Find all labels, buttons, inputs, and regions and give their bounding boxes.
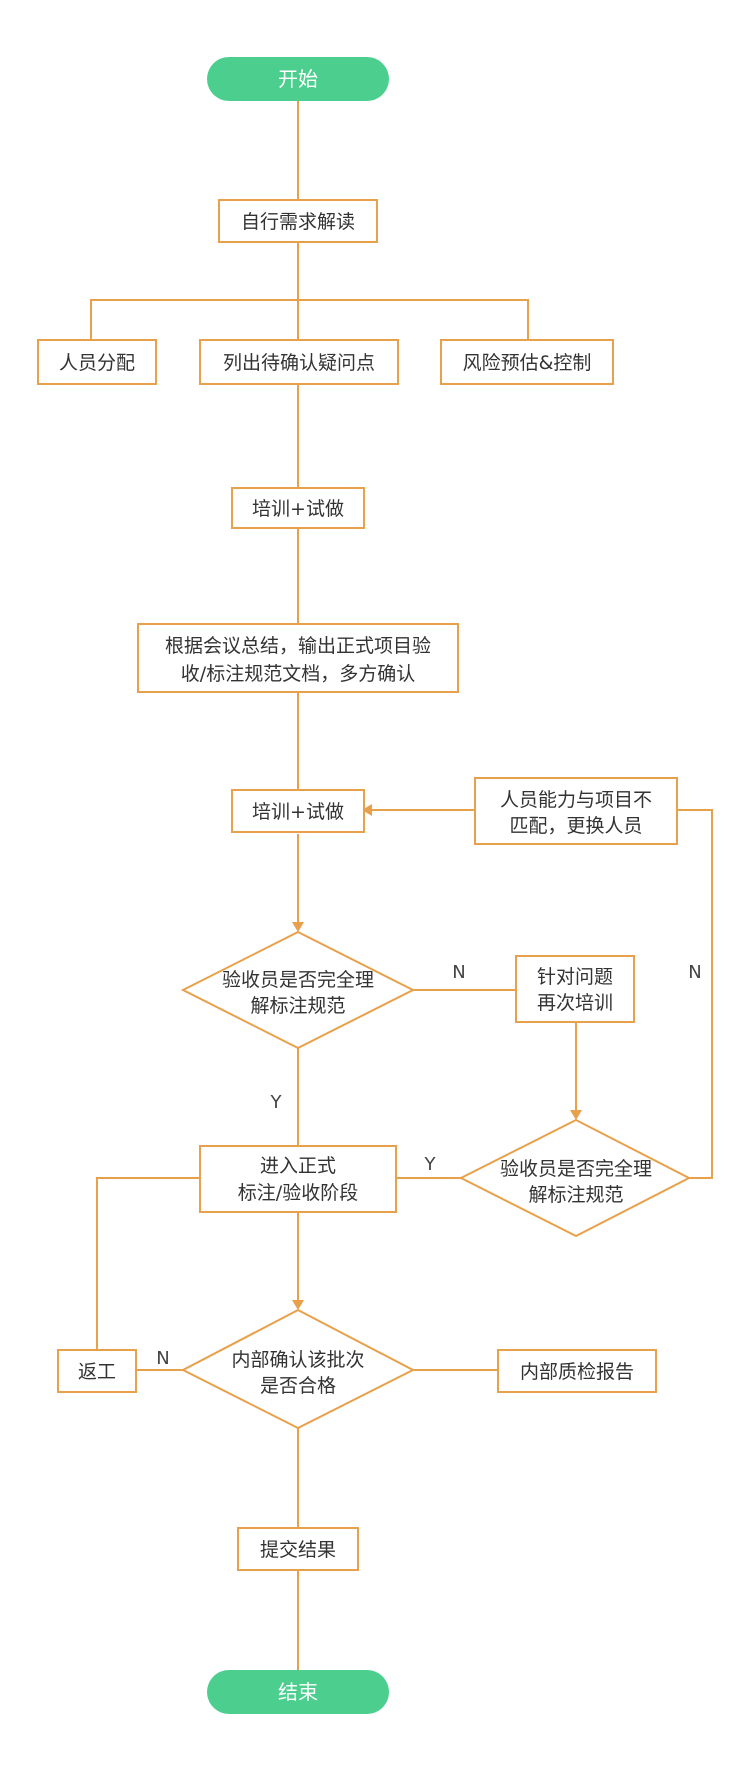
connector-check2-mismatch	[677, 809, 713, 1179]
end-label: 结束	[278, 1680, 318, 1704]
training-trial-label-1: 培训+试做	[252, 498, 344, 520]
decision-internal-line1: 内部确认该批次	[231, 1349, 364, 1371]
start-label: 开始	[278, 67, 318, 91]
list-questions-label: 列出待确认疑问点	[223, 352, 375, 374]
list-questions-node: 列出待确认疑问点	[199, 339, 399, 385]
arrowhead-check2	[570, 1110, 582, 1120]
decision-1-line2: 解标注规范	[250, 995, 345, 1017]
connector-rework-formal	[96, 1177, 200, 1350]
retrain-node: 针对问题 再次培训	[515, 955, 635, 1023]
summary-doc-node: 根据会议总结，输出正式项目验 收/标注规范文档，多方确认	[137, 623, 459, 693]
staff-mismatch-line2: 匹配，更换人员	[509, 815, 642, 837]
connector-branch-bus	[90, 299, 529, 340]
retrain-line2: 再次培训	[537, 992, 613, 1014]
formal-stage-node: 进入正式 标注/验收阶段	[199, 1145, 397, 1213]
start-terminal: 开始	[207, 57, 389, 101]
read-requirements-node: 自行需求解读	[218, 199, 378, 243]
training-trial-node-1: 培训+试做	[231, 487, 365, 529]
label-check1-no: N	[452, 962, 465, 983]
rework-node: 返工	[57, 1349, 137, 1393]
retrain-line1: 针对问题	[537, 966, 613, 988]
training-trial-label-2: 培训+试做	[252, 801, 344, 823]
formal-stage-line2: 标注/验收阶段	[238, 1182, 358, 1204]
staff-mismatch-line1: 人员能力与项目不	[500, 789, 652, 811]
summary-doc-line1: 根据会议总结，输出正式项目验	[165, 635, 431, 657]
decision-1-line1: 验收员是否完全理	[222, 969, 374, 991]
risk-node: 风险预估&控制	[440, 339, 614, 385]
internal-report-label: 内部质检报告	[520, 1361, 634, 1383]
rework-label: 返工	[78, 1361, 116, 1383]
read-requirements-label: 自行需求解读	[241, 211, 355, 233]
decision-understand-spec-2: 验收员是否完全理 解标注规范	[458, 1118, 692, 1238]
decision-internal-batch: 内部确认该批次 是否合格	[180, 1308, 416, 1430]
label-check2-no: N	[688, 962, 701, 983]
submit-results-node: 提交结果	[237, 1527, 359, 1571]
submit-results-label: 提交结果	[260, 1539, 336, 1561]
decision-understand-spec-1: 验收员是否完全理 解标注规范	[180, 930, 416, 1050]
staff-mismatch-node: 人员能力与项目不 匹配，更换人员	[474, 777, 678, 845]
internal-report-node: 内部质检报告	[497, 1349, 657, 1393]
decision-2-line1: 验收员是否完全理	[500, 1158, 652, 1180]
decision-2-line2: 解标注规范	[528, 1184, 623, 1206]
label-internal-no: N	[156, 1348, 169, 1369]
staffing-label: 人员分配	[59, 352, 135, 374]
decision-internal-line2: 是否合格	[260, 1375, 336, 1397]
label-check2-yes: Y	[424, 1154, 437, 1175]
label-check1-yes: Y	[270, 1092, 283, 1113]
arrowhead-check1	[292, 922, 304, 932]
training-trial-node-2: 培训+试做	[231, 789, 365, 833]
end-terminal: 结束	[207, 1670, 389, 1714]
arrowhead-train2	[362, 804, 372, 816]
formal-stage-line1: 进入正式	[260, 1155, 336, 1177]
connectors	[90, 101, 713, 1670]
risk-label: 风险预估&控制	[463, 352, 592, 374]
summary-doc-line2: 收/标注规范文档，多方确认	[181, 663, 415, 685]
staffing-node: 人员分配	[37, 339, 157, 385]
arrowhead-internal	[292, 1300, 304, 1310]
